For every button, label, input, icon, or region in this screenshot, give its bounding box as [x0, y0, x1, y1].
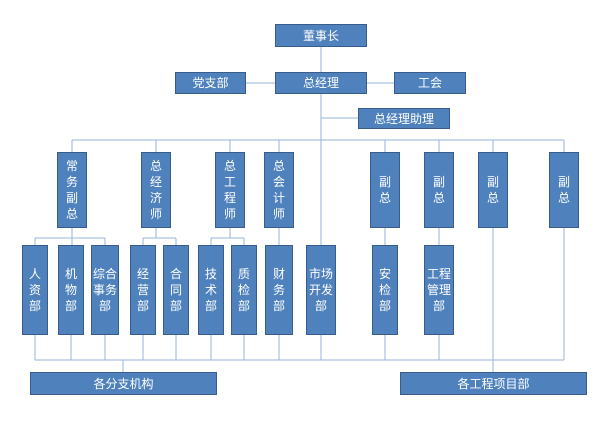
node-label: 机物部 [64, 267, 77, 313]
node-party-branch: 党支部 [175, 72, 246, 94]
node-label: 各分支机构 [93, 376, 154, 391]
node-exec-chief-accountant: 总会计师 [264, 152, 294, 228]
node-branch-organizations: 各分支机构 [30, 372, 217, 395]
node-general-manager: 总经理 [275, 72, 367, 94]
node-labor-union: 工会 [394, 72, 466, 94]
node-dept-hr: 人资部 [22, 245, 48, 335]
node-exec-vp-3: 副总 [478, 152, 508, 228]
node-exec-chief-economist: 总经济师 [141, 152, 171, 228]
node-exec-vp-1: 副总 [370, 152, 400, 228]
node-label: 副总 [486, 175, 499, 205]
node-label: 人资部 [28, 267, 41, 313]
node-label: 市场开发部 [308, 267, 333, 313]
node-label: 技术部 [204, 267, 217, 313]
node-dept-finance: 财务部 [265, 245, 293, 335]
node-dept-operations: 经营部 [130, 245, 156, 335]
node-label: 工会 [417, 76, 442, 90]
node-exec-deputy-gm: 常务副总 [57, 152, 87, 228]
node-label: 副总 [432, 175, 445, 205]
node-label: 董事长 [302, 28, 339, 43]
node-dept-materials: 机物部 [58, 245, 84, 335]
node-exec-chief-engineer: 总工程师 [215, 152, 245, 228]
node-label: 安检部 [378, 267, 391, 313]
node-dept-quality-inspection: 质检部 [231, 245, 257, 335]
node-dept-market-development: 市场开发部 [306, 245, 336, 335]
node-label: 经营部 [136, 267, 149, 313]
node-label: 总经理 [302, 76, 339, 90]
node-label: 合同部 [169, 267, 182, 313]
node-chairman: 董事长 [275, 24, 367, 47]
node-label: 各工程项目部 [457, 376, 530, 391]
node-label: 副总 [557, 175, 570, 205]
node-dept-contracts: 合同部 [163, 245, 189, 335]
node-label: 党支部 [192, 76, 229, 90]
node-label: 综合事务部 [92, 267, 117, 313]
node-gm-assistant: 总经理助理 [358, 108, 450, 129]
node-dept-technology: 技术部 [198, 245, 224, 335]
node-label: 总经理助理 [373, 111, 434, 126]
node-exec-vp-4: 副总 [549, 152, 579, 228]
node-label: 总经济师 [149, 159, 162, 221]
node-label: 常务副总 [65, 159, 78, 221]
node-label: 副总 [378, 175, 391, 205]
node-label: 质检部 [237, 267, 250, 313]
node-dept-general-affairs: 综合事务部 [91, 245, 119, 335]
node-dept-safety-inspection: 安检部 [372, 245, 398, 335]
node-label: 总会计师 [272, 159, 285, 221]
node-label: 工程管理部 [426, 267, 451, 313]
node-label: 总工程师 [223, 159, 236, 221]
node-exec-vp-2: 副总 [424, 152, 454, 228]
node-project-departments: 各工程项目部 [400, 372, 587, 395]
node-label: 财务部 [272, 267, 285, 313]
node-dept-engineering-management: 工程管理部 [424, 245, 454, 335]
